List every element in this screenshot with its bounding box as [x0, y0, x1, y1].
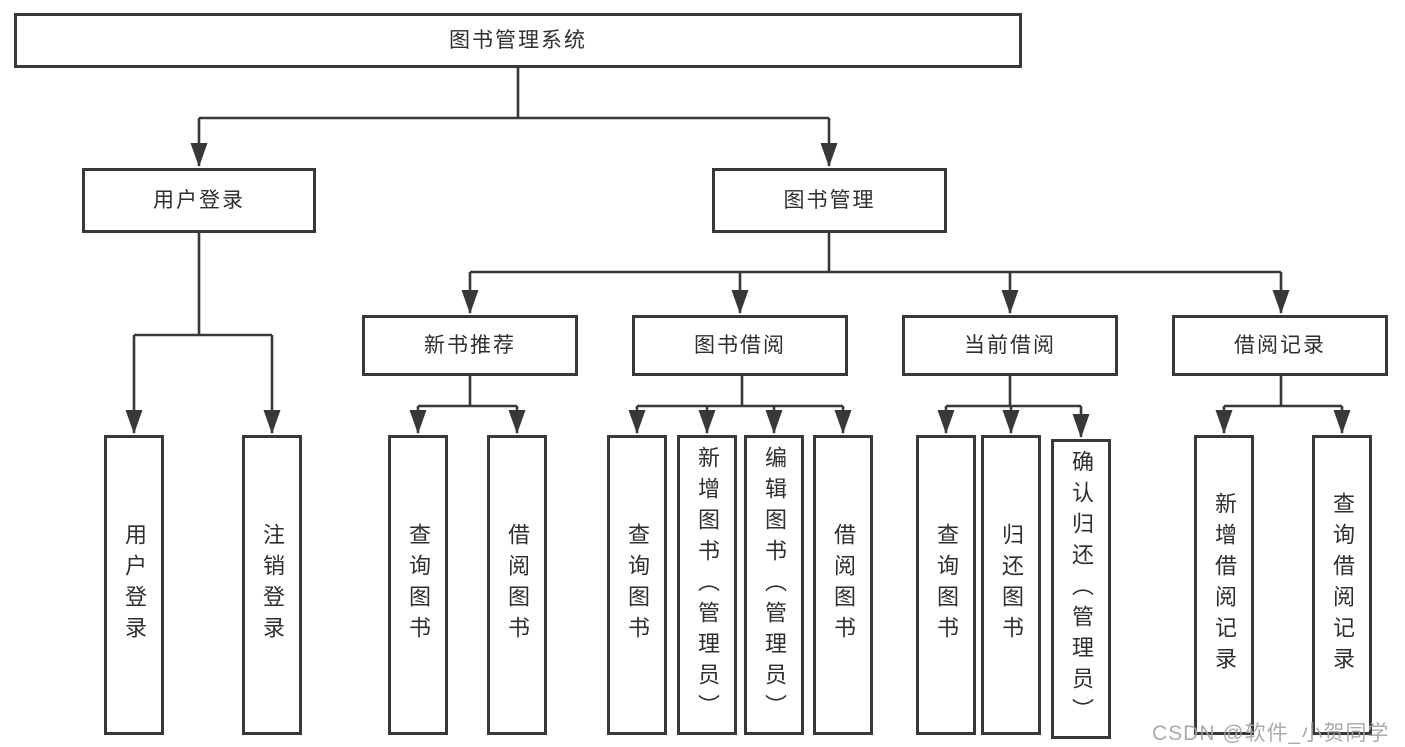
leaf-return-books: 归还图书 [981, 435, 1041, 735]
node-book-management-label: 图书管理 [783, 189, 876, 212]
leaf-logout-label: 注销登录 [260, 523, 285, 647]
leaf-edit-books-admin-label: 编辑图书（管理员） [762, 445, 787, 725]
leaf-add-books-admin-label: 新增图书（管理员） [695, 445, 720, 725]
leaf-query-books-label: 查询图书 [406, 523, 431, 647]
leaf-user-login: 用户登录 [104, 435, 164, 735]
leaf-confirm-return-admin-label: 确认归还（管理员） [1069, 449, 1094, 729]
leaf-query-books-under-recommendation: 查询图书 [388, 435, 448, 735]
leaf-query-borrowing-record: 查询借阅记录 [1312, 435, 1372, 735]
node-root: 图书管理系统 [14, 13, 1022, 68]
csdn-watermark: CSDN @软件_小贺同学 [1152, 722, 1390, 745]
node-root-label: 图书管理系统 [449, 29, 587, 52]
node-new-book-recommendation: 新书推荐 [362, 315, 578, 376]
leaf-query-books-under-borrowing: 查询图书 [607, 435, 667, 735]
node-borrowing-records: 借阅记录 [1172, 315, 1388, 376]
leaf-edit-books-admin: 编辑图书（管理员） [744, 435, 804, 735]
leaf-query-books-label: 查询图书 [625, 523, 650, 647]
leaf-query-borrowing-record-label: 查询借阅记录 [1330, 492, 1355, 678]
leaf-logout: 注销登录 [242, 435, 302, 735]
leaf-borrow-books-under-borrowing: 借阅图书 [813, 435, 873, 735]
node-current-borrowing: 当前借阅 [902, 315, 1118, 376]
leaf-borrow-books-under-recommendation: 借阅图书 [487, 435, 547, 735]
leaf-add-books-admin: 新增图书（管理员） [677, 435, 737, 735]
leaf-borrow-books-label: 借阅图书 [505, 523, 530, 647]
node-new-book-recommendation-label: 新书推荐 [424, 334, 516, 357]
leaf-add-borrowing-record: 新增借阅记录 [1194, 435, 1254, 735]
leaf-user-login-label: 用户登录 [122, 523, 147, 647]
leaf-borrow-books-label: 借阅图书 [831, 523, 856, 647]
node-user-login: 用户登录 [82, 168, 316, 233]
leaf-query-books-under-current: 查询图书 [916, 435, 976, 735]
leaf-query-books-label: 查询图书 [934, 523, 959, 647]
node-book-management: 图书管理 [712, 168, 947, 233]
node-book-borrowing: 图书借阅 [632, 315, 848, 376]
node-user-login-label: 用户登录 [153, 189, 245, 212]
leaf-return-books-label: 归还图书 [999, 523, 1024, 647]
node-book-borrowing-label: 图书借阅 [694, 334, 786, 357]
node-borrowing-records-label: 借阅记录 [1234, 334, 1326, 357]
leaf-add-borrowing-record-label: 新增借阅记录 [1212, 492, 1237, 678]
node-current-borrowing-label: 当前借阅 [964, 334, 1056, 357]
leaf-confirm-return-admin: 确认归还（管理员） [1051, 439, 1111, 739]
